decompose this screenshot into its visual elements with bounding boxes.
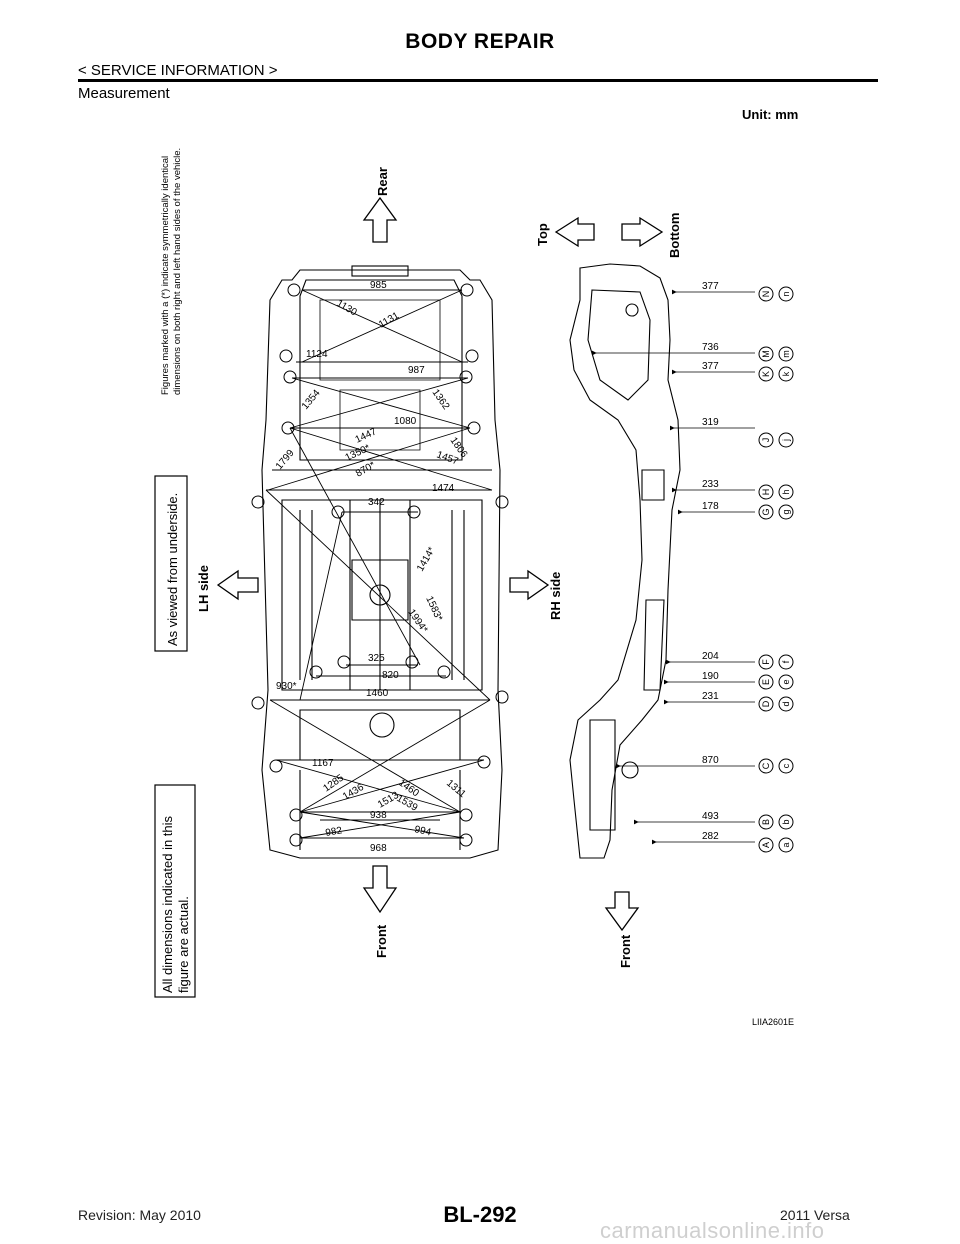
actual-dimensions-box: All dimensions indicated in this figure … <box>154 784 196 998</box>
marker-h: h <box>781 489 791 494</box>
revision-label: Revision: May 2010 <box>78 1207 201 1223</box>
bottom-arrow-icon <box>621 216 664 248</box>
marker-f: f <box>781 660 791 663</box>
dim-1354: 1354 <box>300 387 323 411</box>
dim-820: 820 <box>382 670 399 681</box>
underbody-point-markers <box>251 283 509 847</box>
figure-id: LIIA2601E <box>752 1017 795 1027</box>
marker-j: j <box>781 439 791 442</box>
dim-1167: 1167 <box>312 758 334 769</box>
page-number: BL-292 <box>443 1202 517 1227</box>
dim-1414: 1414* <box>415 545 438 573</box>
front-label-left: Front <box>374 924 389 958</box>
side-dim-178: 178 <box>702 501 719 512</box>
viewed-from-box: As viewed from underside. <box>154 475 188 652</box>
side-dim-233: 233 <box>702 479 719 490</box>
dim-1311: 1311 <box>444 778 468 801</box>
front-arrow-right-icon <box>604 891 640 932</box>
watermark: carmanualsonline.info <box>600 1218 825 1243</box>
dim-1131: 1131 <box>377 310 402 330</box>
marker-e: e <box>781 679 791 684</box>
dim-1799: 1799 <box>274 447 297 471</box>
dim-325: 325 <box>368 653 385 664</box>
front-label-right: Front <box>618 934 633 968</box>
side-dim-204: 204 <box>702 651 719 662</box>
marker-K: K <box>761 371 771 377</box>
side-dim-282: 282 <box>702 831 719 842</box>
front-arrow-left-icon <box>362 865 398 914</box>
model-label: 2011 Versa <box>780 1207 850 1223</box>
dim-1080: 1080 <box>394 416 417 427</box>
underbody-dimension-labels: 985 1130 1131 1124 987 1354 1362 1080 14… <box>274 280 470 854</box>
top-arrow-icon <box>554 216 595 248</box>
rh-side-arrow-icon <box>509 569 550 601</box>
dim-1460-top: 1460 <box>366 688 389 699</box>
actual-dimensions-line2: figure are actual. <box>176 896 191 993</box>
page-title: BODY REPAIR <box>405 30 555 53</box>
side-dimension-labels: 377 736 377 319 233 178 204 190 231 870 … <box>702 281 719 842</box>
side-reference-lines <box>592 289 755 845</box>
dim-1124: 1124 <box>306 349 328 360</box>
rear-arrow-icon <box>362 196 398 243</box>
marker-g: g <box>781 509 791 514</box>
measurement-lines <box>265 289 493 839</box>
side-dim-736: 736 <box>702 342 719 353</box>
marker-B: B <box>761 819 771 825</box>
side-dim-319: 319 <box>702 417 719 428</box>
side-dim-377-n: 377 <box>702 281 719 292</box>
side-dim-870: 870 <box>702 755 719 766</box>
marker-n: n <box>781 291 791 296</box>
side-point-markers: N n M m K k J j H h G g F f E e D d C c … <box>758 286 794 853</box>
dim-342: 342 <box>368 497 385 508</box>
dim-1583: 1583* <box>423 595 444 623</box>
top-label: Top <box>535 223 550 246</box>
lh-side-arrow-icon <box>216 569 259 601</box>
marker-d: d <box>781 701 791 706</box>
header-rule <box>78 79 878 82</box>
dim-985: 985 <box>370 280 387 291</box>
symmetric-note-line1: Figures marked with a (*) indicate symme… <box>160 156 171 395</box>
bottom-label: Bottom <box>667 213 682 259</box>
marker-H: H <box>761 489 771 496</box>
marker-E: E <box>761 679 771 685</box>
marker-m: m <box>781 350 791 358</box>
symmetric-note-line2: dimensions on both right and left hand s… <box>172 148 183 395</box>
dim-938: 938 <box>370 810 387 821</box>
unit-label: Unit: mm <box>742 107 799 122</box>
marker-a: a <box>781 842 791 847</box>
dim-1474: 1474 <box>432 483 455 494</box>
marker-M: M <box>761 350 771 358</box>
marker-b: b <box>781 819 791 824</box>
section-title: Measurement <box>78 85 170 102</box>
marker-G: G <box>761 508 771 515</box>
side-view-outline <box>569 263 681 859</box>
service-information-label: < SERVICE INFORMATION > <box>78 62 278 79</box>
marker-N: N <box>761 291 771 298</box>
marker-J: J <box>761 438 771 443</box>
rh-side-label: RH side <box>548 572 563 620</box>
marker-c: c <box>781 763 791 768</box>
dim-982: 982 <box>325 825 344 839</box>
dim-1362: 1362 <box>430 387 452 412</box>
marker-C: C <box>761 762 771 769</box>
lh-side-label: LH side <box>196 565 211 612</box>
side-dim-377-k: 377 <box>702 361 719 372</box>
side-dim-493: 493 <box>702 811 719 822</box>
actual-dimensions-line1: All dimensions indicated in this <box>160 815 175 993</box>
rear-label: Rear <box>375 167 390 196</box>
dim-1130: 1130 <box>335 298 360 318</box>
side-dim-231: 231 <box>702 691 719 702</box>
marker-A: A <box>761 842 771 848</box>
dim-994: 994 <box>413 824 432 838</box>
dim-1994: 1994* <box>406 607 430 635</box>
dim-987: 987 <box>408 365 425 376</box>
marker-F: F <box>761 659 771 665</box>
dim-968: 968 <box>370 843 387 854</box>
marker-k: k <box>781 371 791 376</box>
viewed-from-label: As viewed from underside. <box>165 493 180 646</box>
dim-930: 930* <box>276 681 297 692</box>
marker-D: D <box>761 700 771 707</box>
side-dim-190: 190 <box>702 671 719 682</box>
